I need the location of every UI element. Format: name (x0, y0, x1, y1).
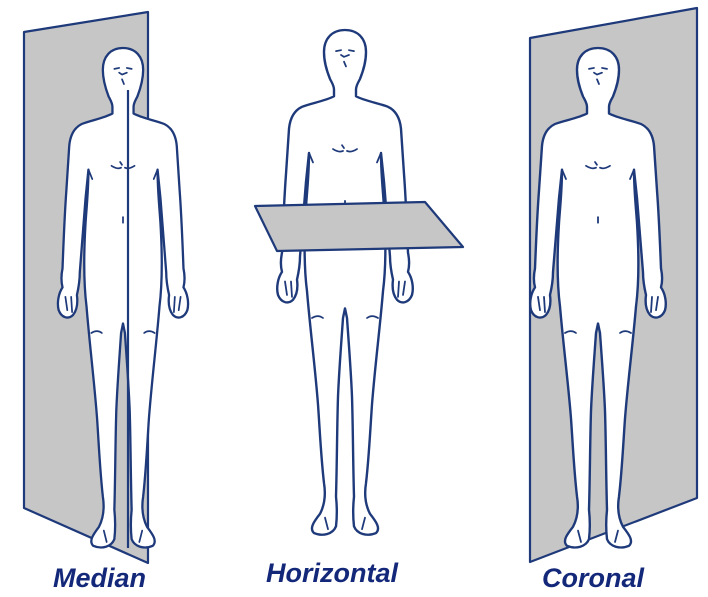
median-figure (24, 12, 188, 563)
median-label: Median (53, 565, 146, 592)
coronal-label: Coronal (542, 565, 644, 592)
horizontal-label: Horizontal (266, 560, 398, 587)
horizontal-plane (255, 202, 463, 251)
coronal-figure (530, 8, 697, 562)
horizontal-figure (255, 30, 463, 535)
horizontal-body (277, 30, 413, 535)
